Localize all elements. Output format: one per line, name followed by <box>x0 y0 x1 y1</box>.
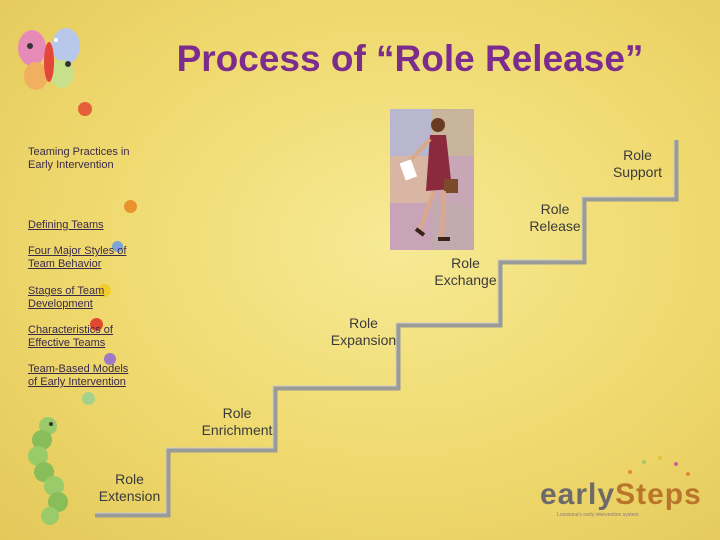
decor-dot-blue <box>112 241 123 252</box>
sidebar-link-stages[interactable]: Stages of Team Development <box>28 285 105 310</box>
sidebar-link-models[interactable]: Team-Based Models of Early Intervention <box>28 363 129 388</box>
logo-part2: Steps <box>615 478 702 511</box>
step-role-release: Role Release <box>529 201 581 234</box>
decor-dot-red2 <box>90 318 103 331</box>
decor-dot-red <box>78 102 92 116</box>
step-role-support: Role Support <box>612 147 663 180</box>
sparkle-icon <box>628 456 690 476</box>
sidebar-link-characteristics[interactable]: Characteristics of Effective Teams <box>28 324 113 349</box>
sidebar-link-styles[interactable]: Four Major Styles of Team Behavior <box>28 245 127 270</box>
sidebar-link-defining-teams[interactable]: Defining Teams <box>28 219 104 231</box>
step-role-extension: Role Extension <box>98 471 161 504</box>
slide-title: Process of “Role Release” <box>176 38 644 79</box>
decor-dot-orange <box>124 200 137 213</box>
logo-part1: early <box>540 478 616 511</box>
butterfly-icon <box>18 28 80 90</box>
photo-businesswoman <box>390 109 474 250</box>
caterpillar-icon <box>28 417 68 525</box>
decor-dot-green <box>82 392 95 405</box>
step-role-exchange: Role Exchange <box>434 255 497 288</box>
decor-dot-purple <box>104 353 116 365</box>
decor-dot-yellow <box>98 284 111 297</box>
earlysteps-logo: earlySteps <box>540 478 702 512</box>
step-role-enrichment: Role Enrichment <box>201 405 273 438</box>
step-role-expansion: Role Expansion <box>330 315 397 348</box>
logo-tagline: Louisiana's early intervention system <box>557 512 639 518</box>
sidebar-heading: Teaming Practices in Early Intervention <box>28 146 130 171</box>
